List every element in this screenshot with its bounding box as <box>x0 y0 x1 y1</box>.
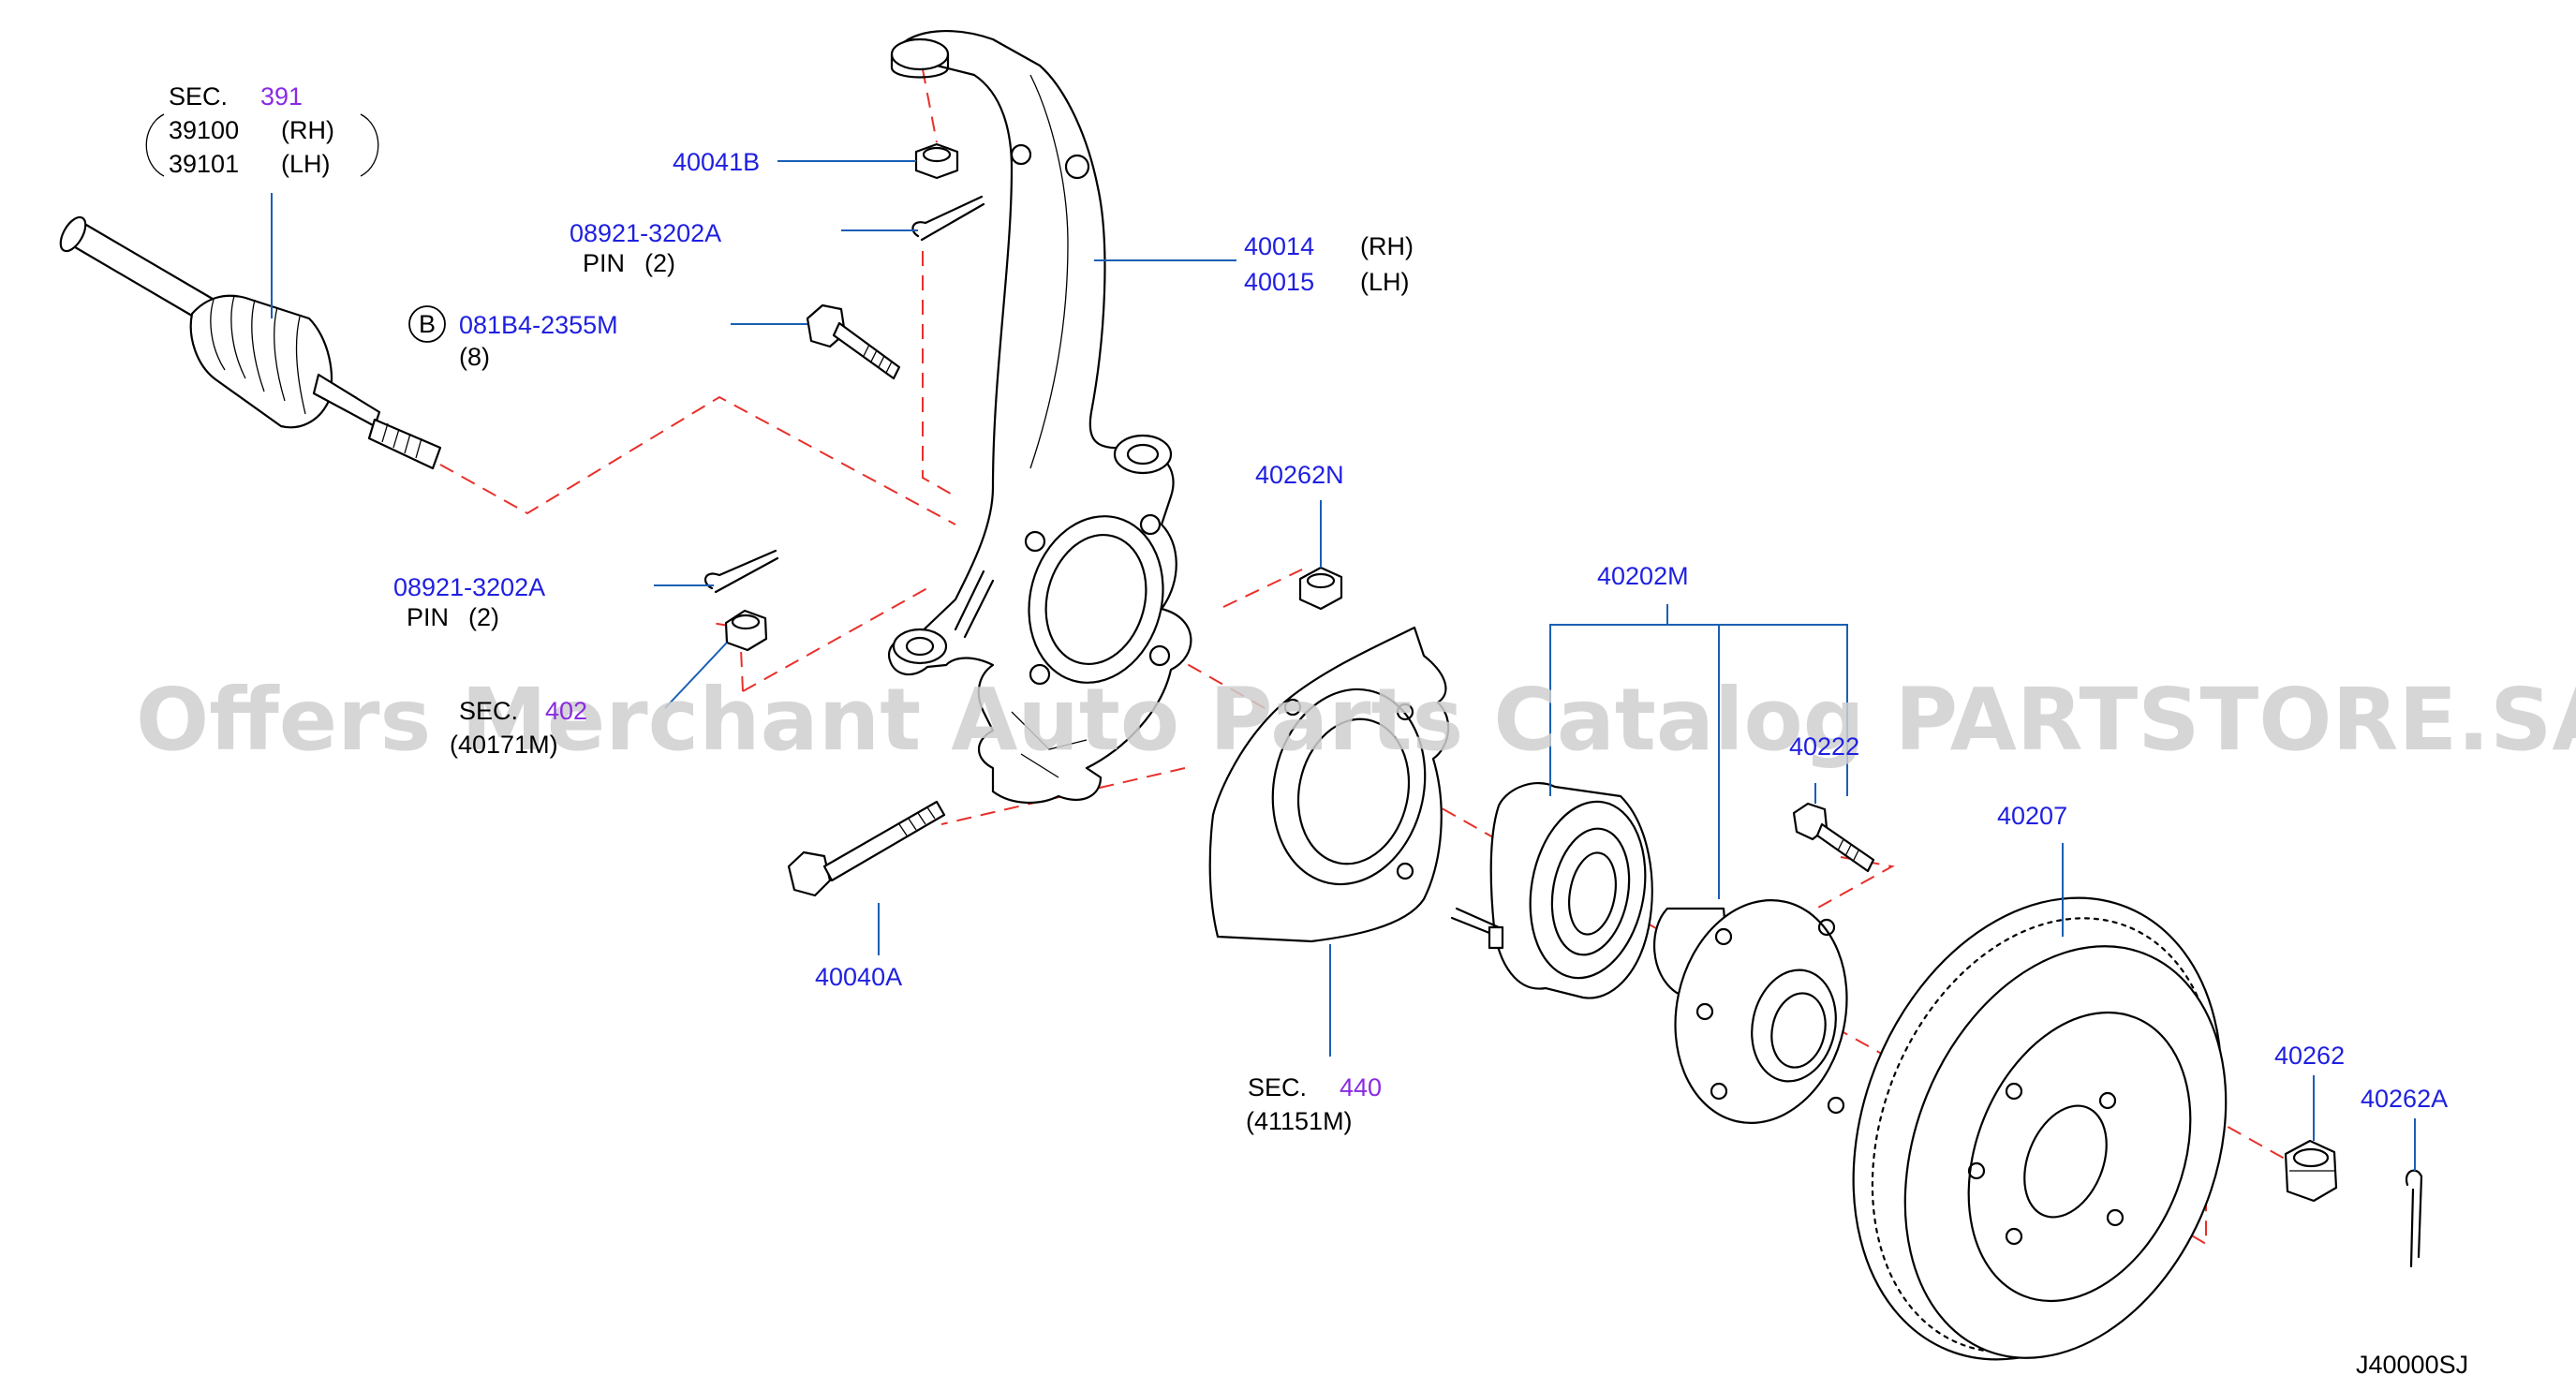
part-label-40041b[interactable]: 40041B <box>673 148 760 176</box>
part-label-40040a[interactable]: 40040A <box>815 963 902 991</box>
pin-qty: (2) <box>468 603 499 631</box>
part-label-08921-3202a-lower[interactable]: 08921-3202A <box>393 573 545 601</box>
sec-number[interactable]: 440 <box>1340 1073 1382 1102</box>
callout-sec-440[interactable]: SEC. 440 (41151M) <box>1246 1073 1382 1135</box>
part-number-lh: 39101 <box>169 150 239 178</box>
cotter-pin-top[interactable] <box>911 195 985 242</box>
hub-nut-40262[interactable] <box>2284 1139 2338 1203</box>
side-lh: (LH) <box>281 150 331 178</box>
part-label-40014[interactable]: 40014 <box>1244 232 1314 260</box>
sec-text: SEC. <box>459 697 518 725</box>
b-marker: B <box>419 310 436 338</box>
side-rh: (RH) <box>281 116 334 144</box>
drive-shaft[interactable] <box>55 214 442 470</box>
side-rh: (RH) <box>1360 232 1414 260</box>
callout-knuckle[interactable]: 40014 (RH) 40015 (LH) <box>1244 232 1414 296</box>
part-label-40262n[interactable]: 40262N <box>1255 461 1344 489</box>
part-label-40262[interactable]: 40262 <box>2274 1042 2345 1070</box>
brake-dust-shield[interactable] <box>1208 626 1450 943</box>
cotter-pin-lower[interactable] <box>703 549 779 594</box>
callout-bolt-b[interactable]: B 081B4-2355M (8) <box>408 305 618 371</box>
pin-desc: PIN <box>407 603 449 631</box>
part-label-40222[interactable]: 40222 <box>1789 732 1859 761</box>
callout-pin-lower[interactable]: 08921-3202A PIN (2) <box>393 573 545 631</box>
wheel-bearing[interactable] <box>1450 782 1659 999</box>
sec-number[interactable]: 402 <box>545 697 587 725</box>
pin-desc: PIN <box>583 249 625 277</box>
sec-text: SEC. <box>1248 1073 1307 1102</box>
bolt-081b4-2355m[interactable] <box>806 303 901 380</box>
sec-sub: (40171M) <box>450 731 558 759</box>
part-label-40262a[interactable]: 40262A <box>2361 1085 2448 1113</box>
bolt-qty: (8) <box>459 343 490 371</box>
hub-bolt-40222[interactable] <box>1792 802 1875 873</box>
bolt-40040a[interactable] <box>787 800 946 897</box>
part-label-40015[interactable]: 40015 <box>1244 268 1314 296</box>
part-label-40207[interactable]: 40207 <box>1997 802 2067 830</box>
brake-rotor[interactable] <box>1787 842 2287 1390</box>
nut-sec-402[interactable] <box>724 609 768 652</box>
callout-drive-shaft[interactable]: SEC. 391 39100 (RH) 39101 (LH) <box>145 82 379 178</box>
part-label-40202m[interactable]: 40202M <box>1597 562 1689 590</box>
callout-sec-number[interactable]: 391 <box>260 82 303 111</box>
part-number-rh: 39100 <box>169 116 239 144</box>
side-lh: (LH) <box>1360 268 1410 296</box>
nut-40262n[interactable] <box>1298 566 1343 611</box>
wheel-hub[interactable] <box>1652 884 1867 1139</box>
watermark: Offers Merchant Auto Parts Catalog PARTS… <box>136 670 2576 770</box>
callout-sec-text: SEC. <box>169 82 228 111</box>
part-label-081b4-2355m[interactable]: 081B4-2355M <box>459 311 618 339</box>
part-label-08921-3202a-top[interactable]: 08921-3202A <box>570 219 721 247</box>
leader-lines <box>271 160 2416 1171</box>
pin-qty: (2) <box>644 249 675 277</box>
sec-sub: (41151M) <box>1246 1107 1353 1135</box>
diagram-code: J40000SJ <box>2356 1351 2468 1379</box>
callout-pin-top[interactable]: 08921-3202A PIN (2) <box>570 219 721 277</box>
steering-knuckle[interactable] <box>887 30 1192 805</box>
callout-sec-402[interactable]: SEC. 402 (40171M) <box>450 697 587 759</box>
cotter-pin-40262a[interactable] <box>2405 1169 2423 1268</box>
b-marker-circle <box>408 305 446 343</box>
nut-40041b[interactable] <box>914 142 959 180</box>
